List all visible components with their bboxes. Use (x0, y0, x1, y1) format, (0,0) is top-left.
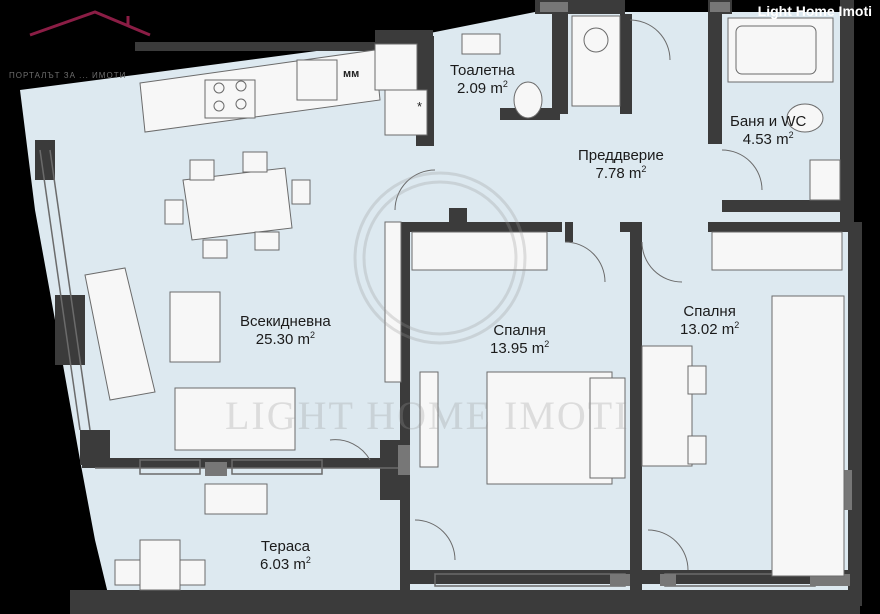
room-terrace-name: Тераса (260, 538, 311, 555)
terrace-furniture (114, 483, 268, 591)
kitchen-counter (139, 43, 428, 136)
room-bedroom-2: Спалня 13.02 m2 (680, 303, 739, 339)
bath-fixtures (727, 17, 841, 201)
room-bedroom-1: Спалня 13.95 m2 (490, 322, 549, 358)
room-living: Всекидневна 25.30 m2 (240, 313, 331, 349)
room-bath-name: Баня и WC (730, 113, 807, 130)
living-furniture (84, 221, 402, 451)
room-living-area: 25.30 m2 (255, 330, 315, 349)
bedroom1-furniture (419, 371, 626, 485)
room-bedroom-2-area: 13.02 m2 (680, 320, 740, 339)
room-hall-area: 7.78 m2 (595, 164, 647, 183)
portal-caption: ПОРТАЛЪТ ЗА ... ИМОТИ (9, 71, 127, 80)
bedroom2-furniture (641, 295, 845, 577)
room-toilet-name: Тоалетна (450, 62, 515, 79)
wc-fixtures (461, 15, 621, 119)
room-bath: Баня и WC 4.53 m2 (730, 113, 806, 149)
kitchen-star-label: * (417, 99, 423, 114)
brand-logo (29, 10, 151, 37)
kitchen-mm-label: мм (343, 68, 360, 80)
room-toilet: Тоалетна 2.09 m2 (450, 62, 515, 98)
room-hall-name: Преддверие (578, 147, 664, 164)
room-bedroom-2-name: Спалня (683, 303, 736, 320)
watermark-logo (353, 171, 527, 345)
room-toilet-area: 2.09 m2 (456, 79, 508, 98)
brand-name: Light Home Imoti (757, 3, 872, 19)
watermark-text: LIGHT HOME IMOTI (225, 393, 630, 438)
room-bedroom-1-name: Спалня (493, 322, 546, 339)
hatched-walls (205, 2, 852, 586)
room-terrace: Тераса 6.03 m2 (260, 538, 311, 574)
dining-set (164, 151, 311, 259)
wardrobes (411, 231, 843, 271)
room-bedroom-1-area: 13.95 m2 (490, 339, 550, 358)
room-bath-area: 4.53 m2 (742, 130, 794, 149)
room-hall: Преддверие 7.78 m2 (578, 147, 664, 183)
room-terrace-area: 6.03 m2 (260, 555, 311, 574)
door-swings (329, 19, 763, 571)
room-living-name: Всекидневна (240, 313, 331, 330)
windows (39, 149, 816, 587)
